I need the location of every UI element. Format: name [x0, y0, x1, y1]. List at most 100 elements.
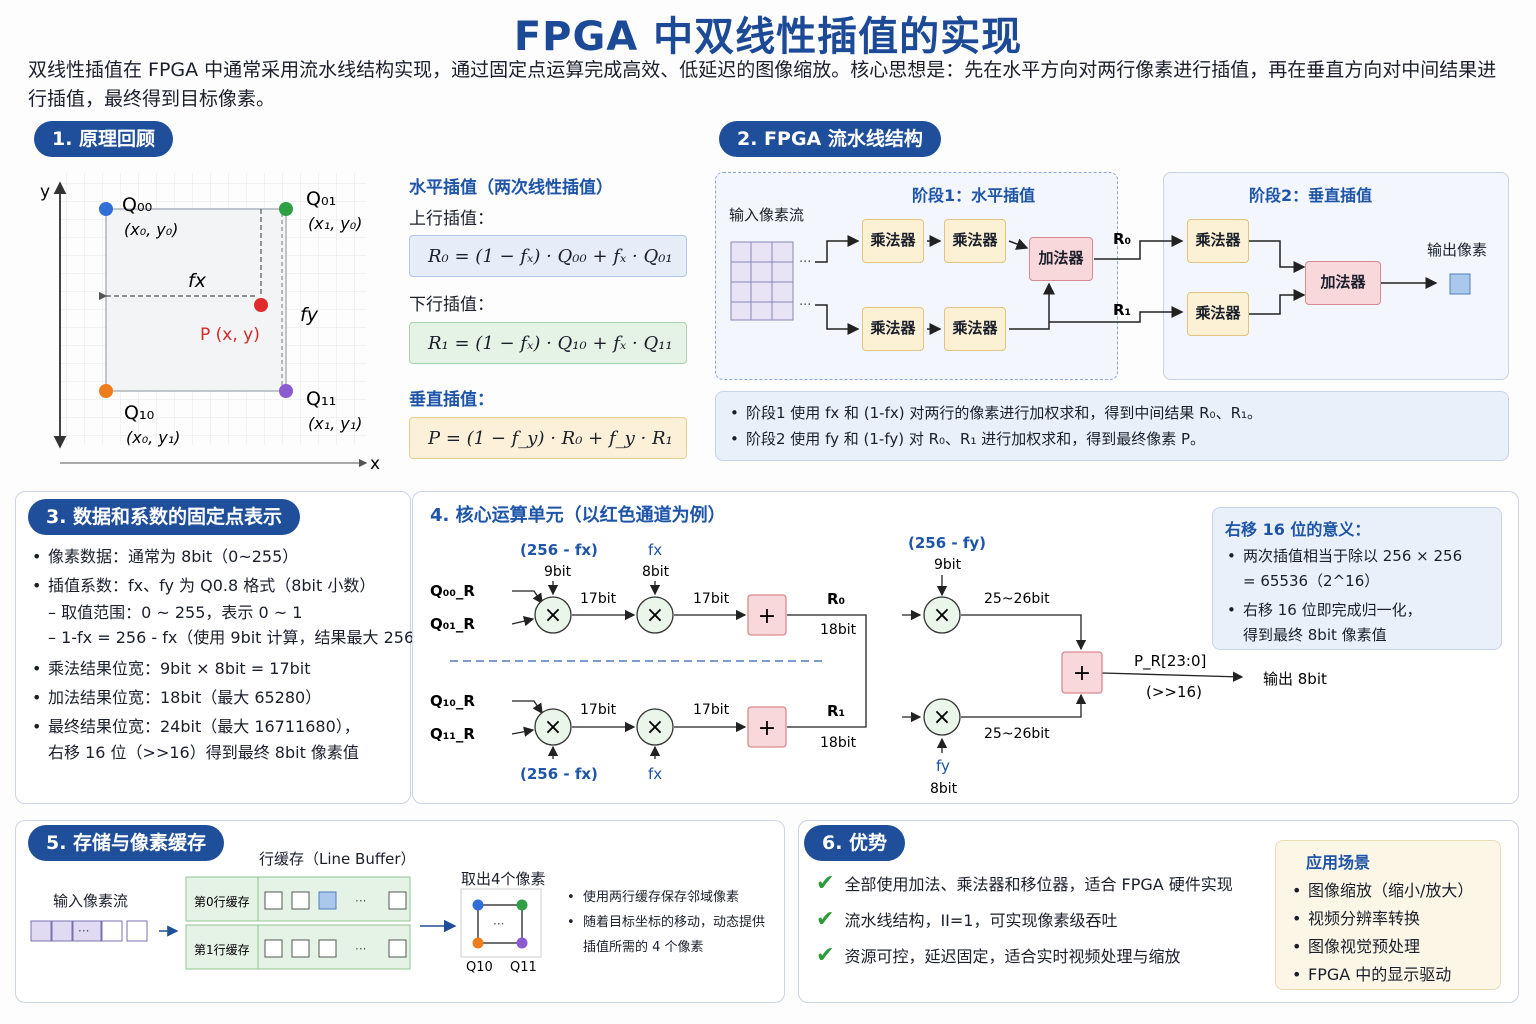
stage2-title: 阶段2：垂直插值: [1249, 186, 1373, 205]
q11-coord: (x₁, y₁): [308, 414, 362, 433]
bit17-2: 17bit: [693, 591, 730, 607]
multiplier-op-4: ×: [636, 708, 674, 746]
q01-label: Q₀₁: [306, 188, 336, 210]
svg-text:×: ×: [933, 705, 951, 730]
line-buffer-diagram: ··· ··· ··· 第0行缓存 第1行缓存 ··· Q10 Q11: [30, 876, 542, 975]
s1-mul-4: 乘法器: [944, 307, 1006, 351]
row0-buffer: [185, 876, 411, 922]
check-icon: ✔: [816, 907, 835, 932]
coef-256fx-bottom: (256 - fx): [520, 765, 598, 783]
check-icon: ✔: [816, 943, 835, 968]
coef-256fy: (256 - fy): [908, 534, 986, 552]
adder-op-3: +: [1061, 651, 1103, 694]
applications-title: 应用场景: [1306, 853, 1371, 872]
stream-dots: ···: [78, 924, 89, 938]
shift-label: (>>16): [1146, 683, 1202, 701]
s5-note-3: 插值所需的 4 个像素: [583, 940, 704, 955]
pipeline-notes: 阶段1 使用 fx 和 (1-fx) 对两行的像素进行加权求和，得到中间结果 R…: [715, 391, 1509, 461]
fp-sub-2: – 1-fx = 256 - fx（使用 9bit 计算，结果最大 256）: [48, 628, 431, 647]
bit2526-2: 25~26bit: [984, 726, 1050, 742]
advantage-3: 资源可控，延迟固定，适合实时视频处理与缩放: [844, 947, 1181, 966]
r0-label: R₀: [1113, 230, 1131, 248]
four-pixel-dots: ···: [493, 917, 504, 931]
coef-fy: fy: [936, 757, 950, 775]
bit9-top: 9bit: [544, 564, 572, 580]
row0-label: 第0行缓存: [194, 895, 250, 909]
s5-note-1: 使用两行缓存保存邻域像素: [565, 885, 780, 910]
s2-adder: 加法器: [1305, 261, 1381, 305]
shift-explain-2b: 得到最终 8bit 像素值: [1243, 626, 1387, 644]
fp-tail: 右移 16 位（>>16）得到最终 8bit 像素值: [48, 743, 359, 762]
q00-label: Q₀₀: [122, 194, 152, 216]
bilinear-grid-diagram: y x Q₀₀ (x₀, y₀) Q₀₁ (x₁, y₀) Q₁₀ (x₀, y…: [40, 173, 380, 474]
pipeline-note-2: 阶段2 使用 fy 和 (1-fy) 对 R₀、R₁ 进行加权求和，得到最终像素…: [728, 426, 1496, 452]
s2-mul-1: 乘法器: [1187, 219, 1249, 263]
grid-dots-2: ···: [799, 298, 811, 313]
interp-rectangle: [105, 208, 287, 392]
q10-point: [99, 384, 113, 398]
application-2: 视频分辨率转换: [1290, 905, 1486, 933]
p-point: [254, 298, 268, 312]
coef-fx-bottom: fx: [648, 765, 662, 783]
fp-sub-1: – 取值范围：0 ~ 255，表示 0 ~ 1: [48, 603, 303, 622]
bit18-1: 18bit: [820, 622, 857, 638]
axis-y-label: y: [40, 182, 50, 202]
advantage-2: 流水线结构，II=1，可实现像素级吞吐: [844, 911, 1118, 930]
section3-title: 3. 数据和系数的固定点表示: [28, 499, 301, 535]
q01r-label: Q₀₁_R: [430, 615, 475, 633]
vertical-interp-title: 垂直插值：: [409, 390, 494, 410]
pipeline-output-label: 输出像素: [1427, 241, 1488, 259]
application-3: 图像视觉预处理: [1290, 933, 1486, 961]
shift-explain-box: 右移 16 位的意义： 两次插值相当于除以 256 × 256 = 65536（…: [1212, 507, 1502, 650]
shift-explain-1: 两次插值相当于除以 256 × 256: [1225, 544, 1489, 569]
check-icon: ✔: [816, 871, 835, 896]
fixed-point-list: 像素数据：通常为 8bit（0~255） 插值系数：fx、fy 为 Q0.8 格…: [30, 542, 431, 765]
fy-label: fy: [300, 304, 319, 326]
axis-x-label: x: [370, 454, 380, 474]
p-label: P (x, y): [200, 325, 260, 345]
q10r-label: Q₁₀_R: [430, 692, 475, 710]
pipeline-note-1: 阶段1 使用 fx 和 (1-fx) 对两行的像素进行加权求和，得到中间结果 R…: [728, 400, 1496, 426]
q11-label: Q₁₁: [306, 388, 336, 410]
s5-q11-label: Q11: [510, 960, 537, 975]
q10-coord: (x₀, y₁): [126, 428, 180, 447]
applications-box: 应用场景 图像缩放（缩小/放大） 视频分辨率转换 图像视觉预处理 FPGA 中的…: [1275, 840, 1501, 990]
bit18-2: 18bit: [820, 735, 857, 751]
input-pixel-grid: [730, 241, 794, 321]
section4-title: 4. 核心运算单元（以红色通道为例）: [430, 505, 726, 526]
q00-point: [99, 202, 113, 216]
line-buffer-title: 行缓存（Line Buffer）: [259, 850, 416, 868]
fp-item-4: 加法结果位宽：18bit（最大 65280）: [30, 683, 405, 712]
fx-label: fx: [188, 270, 207, 292]
svg-text:×: ×: [544, 603, 562, 628]
application-4: FPGA 中的显示驱动: [1290, 961, 1486, 989]
section5-title: 5. 存储与像素缓存: [28, 825, 225, 861]
lower-label: 下行插值：: [409, 295, 494, 315]
svg-text:×: ×: [933, 603, 951, 628]
core-r1-label: R₁: [827, 702, 845, 720]
page-title: FPGA 中双线性插值的实现: [513, 14, 1023, 60]
svg-text:×: ×: [646, 603, 664, 628]
coef-256fx-top: (256 - fx): [520, 541, 598, 559]
s5-input-label: 输入像素流: [53, 892, 129, 910]
fp-item-2: 插值系数：fx、fy 为 Q0.8 格式（8bit 小数）: [30, 571, 405, 600]
q01-coord: (x₁, y₀): [308, 214, 362, 233]
output-pixel: [1449, 273, 1471, 295]
shift-explain-title: 右移 16 位的意义：: [1225, 520, 1371, 539]
svg-text:+: +: [758, 716, 776, 741]
s5-note-2: 随着目标坐标的移动，动态提供: [565, 910, 780, 935]
row1-dots: ···: [355, 942, 366, 956]
coef-fx-top: fx: [648, 541, 662, 559]
adder-op-1: +: [747, 594, 787, 636]
s1-mul-1: 乘法器: [862, 219, 924, 263]
multiplier-op-5: ×: [923, 596, 961, 634]
multiplier-op-2: ×: [636, 596, 674, 634]
formula-r1: R₁ = (1 − fₓ) · Q₁₀ + fₓ · Q₁₁: [409, 322, 687, 364]
application-1: 图像缩放（缩小/放大）: [1290, 877, 1486, 905]
horizontal-interp-title: 水平插值（两次线性插值）: [409, 178, 613, 198]
pr-label: P_R[23:0]: [1134, 652, 1206, 671]
advantages-list: ✔全部使用加法、乘法器和移位器，适合 FPGA 硬件实现 ✔流水线结构，II=1…: [816, 871, 1233, 979]
bit17-3: 17bit: [580, 702, 617, 718]
s5-q10-label: Q10: [466, 960, 493, 975]
svg-text:+: +: [758, 604, 776, 629]
